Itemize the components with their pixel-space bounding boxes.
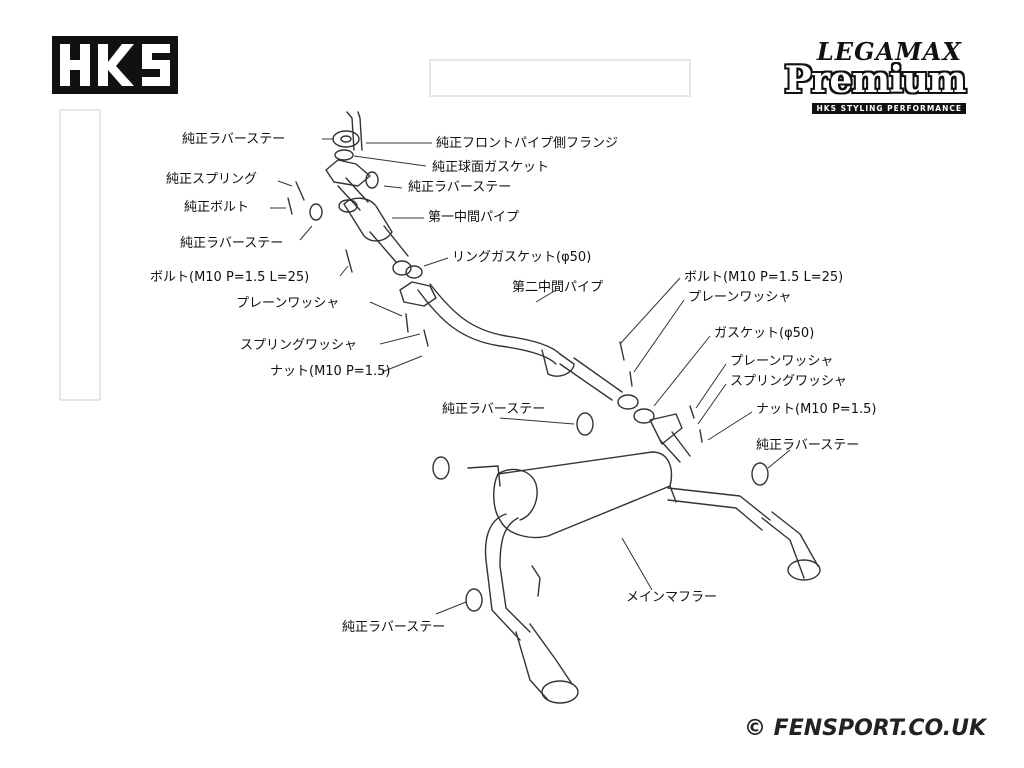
label-ball-gasket: 純正球面ガスケット bbox=[432, 160, 550, 175]
label-plain-washer-left: プレーンワッシャ bbox=[236, 296, 340, 311]
label-rubber-stay-mid: 純正ラバーステー bbox=[408, 180, 512, 195]
label-ring-gasket: リングガスケット(φ50) bbox=[452, 250, 592, 265]
label-main-muffler: メインマフラー bbox=[626, 590, 718, 605]
label-second-mid-pipe: 第二中間パイプ bbox=[512, 280, 604, 295]
hks-logo bbox=[52, 36, 178, 94]
label-rubber-stay-top: 純正ラバーステー bbox=[182, 132, 286, 147]
label-bolt-right: ボルト(M10 P=1.5 L=25) bbox=[684, 270, 844, 285]
label-gasket-right: ガスケット(φ50) bbox=[714, 326, 815, 341]
label-spring-washer-left: スプリングワッシャ bbox=[240, 338, 358, 353]
label-rubber-stay-bottom: 純正ラバーステー bbox=[342, 620, 446, 635]
label-rubber-stay-far-right: 純正ラバーステー bbox=[756, 438, 860, 453]
label-rubber-stay-left: 純正ラバーステー bbox=[180, 236, 284, 251]
label-nut-left: ナット(M10 P=1.5) bbox=[270, 364, 391, 379]
label-spring-washer-right: スプリングワッシャ bbox=[730, 374, 848, 389]
label-spring: 純正スプリング bbox=[166, 172, 258, 187]
label-rubber-stay-center: 純正ラバーステー bbox=[442, 402, 546, 417]
label-first-mid-pipe: 第一中間パイプ bbox=[428, 210, 520, 225]
label-bolt-oem: 純正ボルト bbox=[184, 200, 250, 215]
legamax-premium-logo: LEGAMAX Premium HKS STYLING PERFORMANCE bbox=[738, 37, 967, 114]
label-plain-washer-right1: プレーンワッシャ bbox=[688, 290, 792, 305]
legamax-text: LEGAMAX bbox=[816, 37, 962, 66]
premium-text: Premium bbox=[784, 59, 967, 101]
label-nut-right: ナット(M10 P=1.5) bbox=[756, 402, 877, 417]
copyright-text: © FENSPORT.CO.UK bbox=[744, 716, 987, 741]
label-front-pipe-flange: 純正フロントパイプ側フランジ bbox=[436, 136, 619, 151]
label-bolt-left: ボルト(M10 P=1.5 L=25) bbox=[150, 270, 310, 285]
styling-performance-text: HKS STYLING PERFORMANCE bbox=[812, 103, 966, 114]
label-plain-washer-right2: プレーンワッシャ bbox=[730, 354, 834, 369]
